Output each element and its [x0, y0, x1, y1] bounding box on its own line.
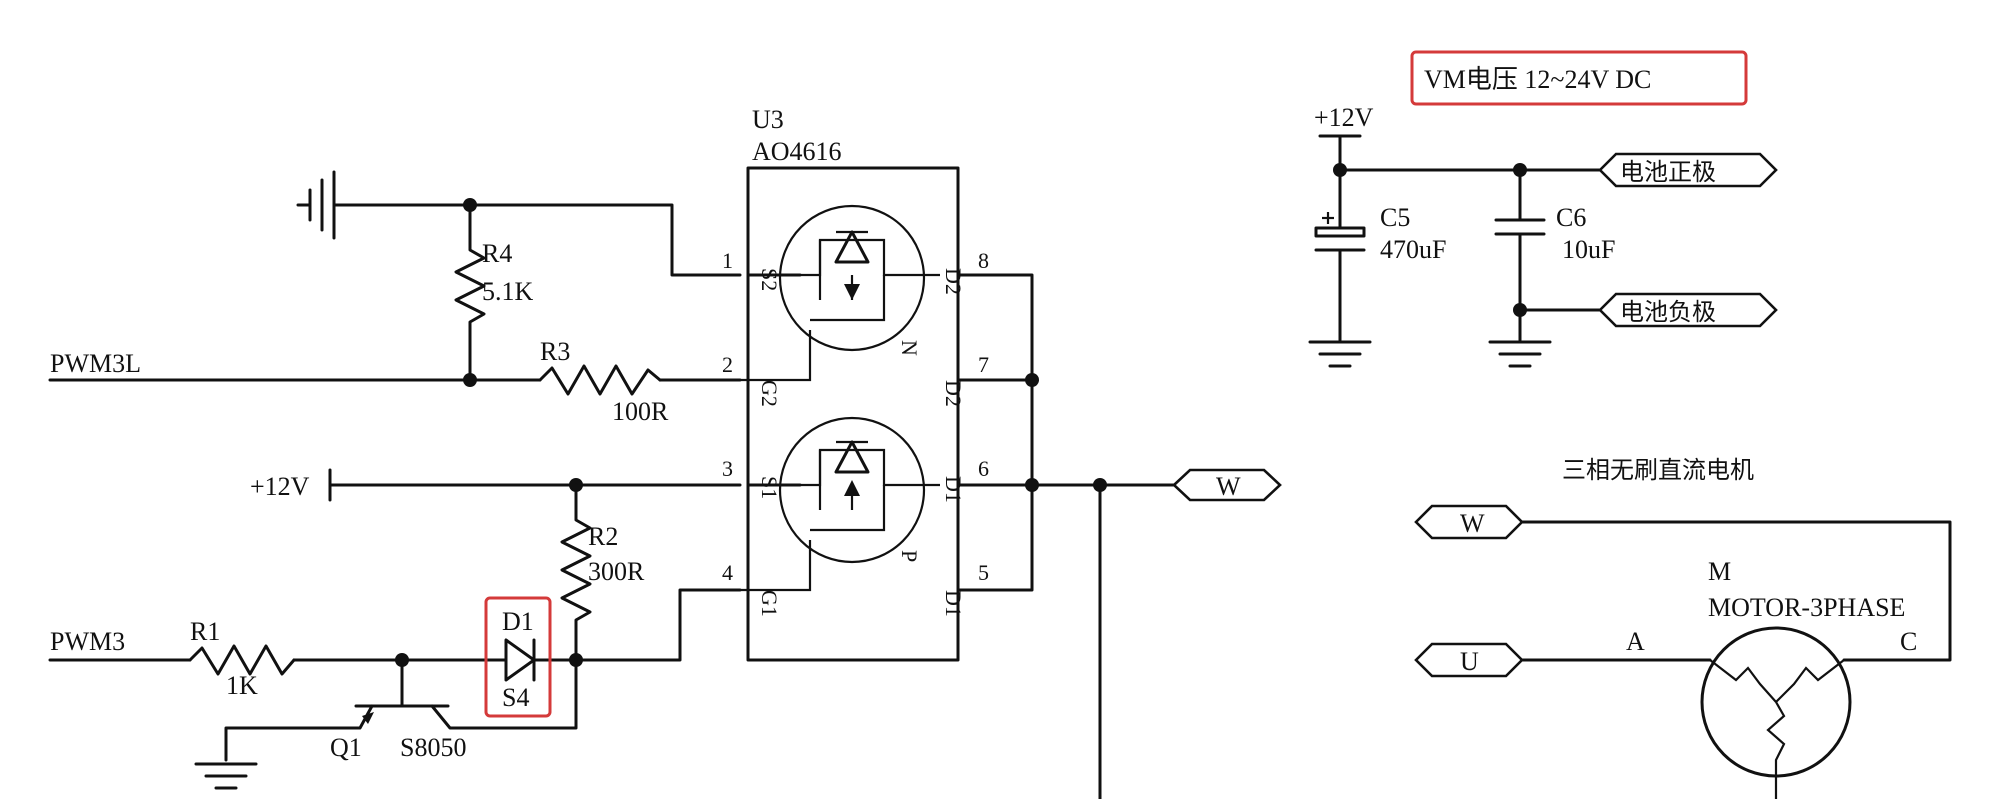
motor-phase-a: A: [1626, 627, 1645, 656]
motor-phase-c: C: [1900, 627, 1917, 656]
r2-value: 300R: [588, 557, 645, 586]
d1a-label: D1: [941, 476, 966, 503]
wire-vcc12-left: [328, 468, 742, 502]
g2-label: G2: [757, 380, 782, 407]
pin4-number: 4: [722, 560, 733, 585]
wire-to-pin4: [574, 588, 742, 662]
pin6-number: 6: [978, 456, 989, 481]
r2-ref: R2: [588, 522, 618, 551]
vcc12-top-label: +12V: [1314, 103, 1374, 132]
ground-symbol-q1: [194, 762, 258, 790]
capacitor-c6: [1494, 218, 1546, 236]
port-u-motor: [1414, 642, 1712, 678]
pwm3l-label: PWM3L: [50, 349, 141, 378]
u3-ref: U3: [752, 105, 784, 134]
port-w-motor-label: W: [1460, 509, 1485, 538]
s2-label: S2: [757, 268, 782, 291]
highlight-box-d1: [484, 596, 552, 718]
wire-power-rail: [1318, 134, 1602, 342]
d1b-label: D1: [941, 590, 966, 617]
u3-chip-body: [746, 166, 960, 662]
vcc12-left-label: +12V: [250, 472, 310, 501]
q1-ref: Q1: [330, 733, 362, 762]
d1-value: S4: [502, 683, 529, 712]
mosfet-n: [740, 204, 940, 382]
junction: [463, 373, 477, 387]
c6-value: 10uF: [1562, 235, 1615, 264]
transistor-q1: [224, 658, 578, 762]
u3-part: AO4616: [752, 137, 842, 166]
wire-drain-bus: [956, 273, 1176, 799]
pin7-number: 7: [978, 352, 989, 377]
ground-symbol-c6: [1488, 340, 1552, 368]
junction: [1025, 373, 1039, 387]
junction: [1093, 478, 1107, 492]
wire-ground-to-pin1: [332, 203, 742, 277]
junction: [1333, 163, 1347, 177]
mosfet-p: [740, 416, 940, 592]
g1-label: G1: [757, 590, 782, 617]
s1-label: S1: [757, 476, 782, 499]
motor-ref: M: [1708, 557, 1731, 586]
port-w-output-label: W: [1216, 472, 1241, 501]
c6-ref: C6: [1556, 203, 1586, 232]
port-battery-negative: [1598, 292, 1778, 328]
battery-negative-label: 电池负极: [1620, 298, 1716, 326]
ground-symbol-top: [296, 170, 336, 240]
junction: [1025, 478, 1039, 492]
d2b-label: D2: [941, 380, 966, 407]
r3-value: 100R: [612, 397, 669, 426]
pin3-number: 3: [722, 456, 733, 481]
pin5-number: 5: [978, 560, 989, 585]
motor-part: MOTOR-3PHASE: [1708, 593, 1905, 622]
motor-3phase: [1700, 626, 1852, 799]
port-w-motor: [1414, 504, 1952, 662]
junction: [1513, 303, 1527, 317]
pin2-number: 2: [722, 352, 733, 377]
n-label: N: [897, 340, 922, 356]
d2a-label: D2: [941, 268, 966, 295]
port-u-motor-label: U: [1460, 647, 1479, 676]
d1-ref: D1: [502, 607, 534, 636]
q1-value: S8050: [400, 733, 466, 762]
resistor-r2: [560, 483, 592, 662]
ground-symbol-c5: [1308, 340, 1372, 368]
r1-value: 1K: [226, 671, 258, 700]
capacitor-c5: [1314, 212, 1366, 252]
p-label: P: [897, 550, 922, 562]
pwm3-label: PWM3: [50, 627, 125, 656]
pin1-number: 1: [722, 248, 733, 273]
vm-voltage-note: VM电压 12~24V DC: [1424, 65, 1651, 94]
c5-value: 470uF: [1380, 235, 1446, 264]
port-battery-positive: [1598, 152, 1778, 188]
c5-ref: C5: [1380, 203, 1410, 232]
highlight-box-vm: [1410, 50, 1748, 106]
port-w-output: [1172, 468, 1282, 502]
r1-ref: R1: [190, 617, 220, 646]
wire-pwm3l: [48, 364, 742, 396]
r3-ref: R3: [540, 337, 570, 366]
resistor-r4: [454, 203, 486, 382]
r4-value: 5.1K: [482, 277, 534, 306]
motor-title: 三相无刷直流电机: [1562, 456, 1754, 484]
r4-ref: R4: [482, 239, 512, 268]
pin8-number: 8: [978, 248, 989, 273]
battery-positive-label: 电池正极: [1620, 158, 1716, 186]
wire-pwm3: [48, 644, 404, 676]
junction: [1513, 163, 1527, 177]
